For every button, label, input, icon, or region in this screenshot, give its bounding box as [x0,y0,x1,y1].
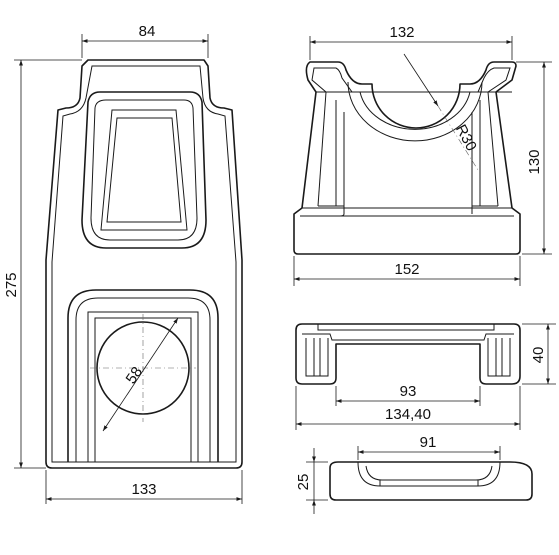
dim-front-top-width: 84 [139,23,156,40]
side-view-outline [293,61,521,255]
dim-side-height: 130 [526,149,543,174]
dim-side-radius: R30 [452,122,480,154]
plan-view: 40 93 134,40 [295,323,556,430]
lower-window [67,289,219,462]
dim-plan-height: 40 [530,347,547,364]
front-view-outline [45,59,243,469]
dim-hole-diameter: 58 [123,364,146,387]
radius-leader [403,53,439,107]
dim-plan-inner-width: 93 [400,383,417,400]
bottom-view-outline [329,461,533,501]
bottom-view: 91 25 [295,434,533,514]
dim-bottom-height: 25 [295,474,312,491]
side-view: R30 132 130 152 [293,24,552,286]
plan-view-outline [295,323,521,385]
dim-side-bottom-width: 152 [394,261,419,278]
dim-plan-outer-width: 134,40 [385,406,431,423]
dim-front-bottom-width: 133 [131,481,156,498]
dim-front-height: 275 [3,272,20,297]
diameter-leader [102,317,179,432]
upper-window [81,91,207,249]
front-view: 84 275 58 133 [3,23,243,504]
dim-side-top-width: 132 [389,24,414,41]
dim-bottom-inner-width: 91 [420,434,437,451]
